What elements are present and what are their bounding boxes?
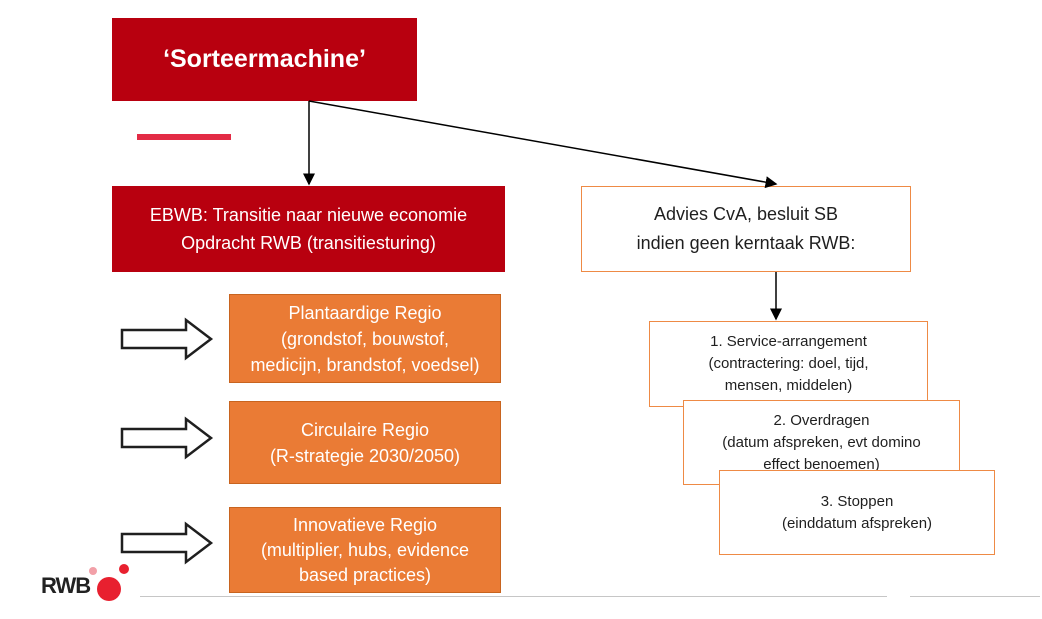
ebwb-line-2: Opdracht RWB (transitiesturing) bbox=[181, 233, 436, 253]
plantaardige-regio-line-1: Plantaardige Regio bbox=[288, 302, 442, 323]
footer-rule-right bbox=[910, 596, 1040, 597]
circulaire-regio-line-1: Circulaire Regio bbox=[300, 419, 430, 440]
logo-dot-light bbox=[89, 567, 97, 575]
plantaardige-regio-line-2: (grondstof, bouwstof, bbox=[280, 328, 450, 349]
step-2-line-1: 2. Overdragen bbox=[773, 411, 870, 429]
sorteermachine-box: ‘Sorteermachine’ bbox=[112, 18, 417, 101]
circulaire-regio-box: Circulaire Regio (R-strategie 2030/2050) bbox=[229, 401, 501, 484]
innovatieve-regio-line-2: (multiplier, hubs, evidence bbox=[260, 539, 470, 560]
step-1-line-1: 1. Service-arrangement bbox=[710, 333, 867, 350]
step-1-line-2: (contractering: doel, tijd, bbox=[708, 355, 869, 372]
innovatieve-regio-box: Innovatieve Regio (multiplier, hubs, evi… bbox=[229, 507, 501, 593]
step-2-line-2: (datum afspreken, evt domino bbox=[722, 433, 921, 451]
ebwb-line-1: EBWB: Transitie naar nieuwe economie bbox=[149, 205, 468, 225]
step-1-line-3: mensen, middelen) bbox=[724, 377, 853, 394]
logo-dot-small bbox=[119, 564, 129, 574]
step-3-line-2: (einddatum afspreken) bbox=[781, 514, 933, 532]
advies-line-1: Advies CvA, besluit SB bbox=[653, 204, 839, 224]
block-arrow-2-icon bbox=[120, 416, 214, 460]
innovatieve-regio-line-1: Innovatieve Regio bbox=[292, 514, 438, 535]
circulaire-regio-line-2: (R-strategie 2030/2050) bbox=[269, 445, 461, 466]
step-3-line-1: 3. Stoppen bbox=[820, 492, 894, 510]
block-arrow-1-icon bbox=[120, 317, 214, 361]
rwb-logo-text: RWB bbox=[41, 573, 91, 598]
logo-dot-large bbox=[97, 577, 121, 601]
innovatieve-regio-line-3: based practices) bbox=[298, 564, 432, 585]
accent-bar bbox=[137, 134, 231, 140]
advies-line-2: indien geen kerntaak RWB: bbox=[636, 233, 856, 253]
plantaardige-regio-line-3: medicijn, brandstof, voedsel) bbox=[250, 354, 480, 375]
footer-rule bbox=[140, 596, 887, 597]
sorteermachine-title: ‘Sorteermachine’ bbox=[163, 45, 366, 73]
step-2-line-3: effect benoemen) bbox=[763, 455, 880, 473]
step-3-box: 3. Stoppen (einddatum afspreken) bbox=[719, 470, 995, 555]
block-arrow-3-icon bbox=[120, 521, 214, 565]
ebwb-box: EBWB: Transitie naar nieuwe economie Opd… bbox=[112, 186, 505, 272]
advies-box: Advies CvA, besluit SB indien geen kernt… bbox=[581, 186, 911, 272]
plantaardige-regio-box: Plantaardige Regio (grondstof, bouwstof,… bbox=[229, 294, 501, 383]
rwb-logo: RWB bbox=[40, 556, 130, 616]
arrow-sorteer-to-advies bbox=[308, 100, 778, 189]
